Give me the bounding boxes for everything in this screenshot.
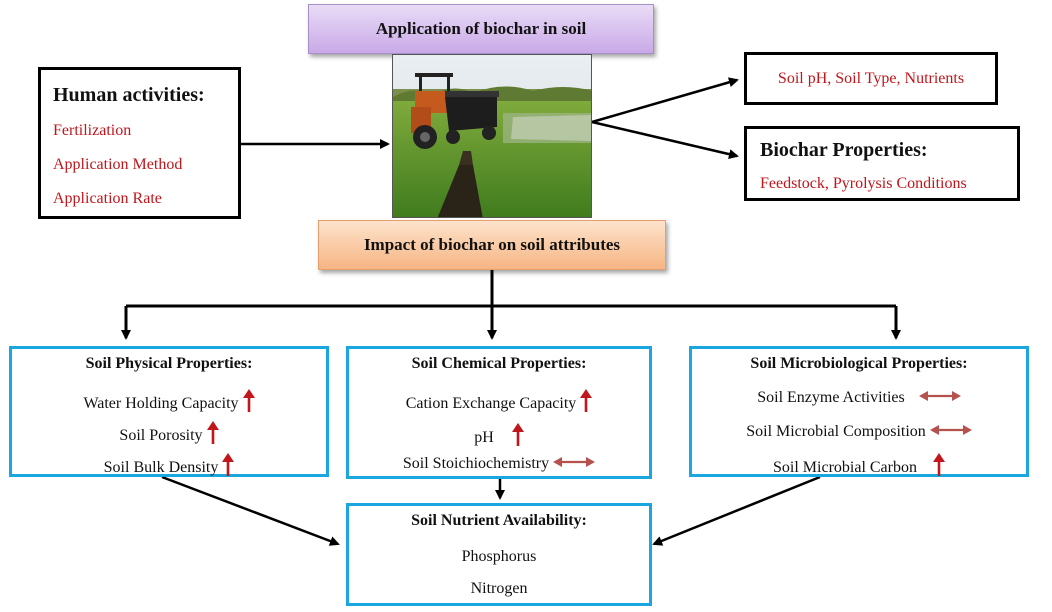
physical-item-water-holding: Water Holding Capacity <box>12 389 326 418</box>
physical-item-bulk-density: Soil Bulk Density <box>12 453 326 482</box>
double-arrow-icon <box>929 423 972 441</box>
nutrient-heading: Soil Nutrient Availability: <box>411 512 587 529</box>
micro-item-enzyme: Soil Enzyme Activities <box>692 389 1026 407</box>
impact-title: Impact of biochar on soil attributes <box>318 220 666 270</box>
chemical-properties-box: Soil Chemical Properties: Cation Exchang… <box>346 346 652 479</box>
chemical-item-ph: pH <box>349 423 649 452</box>
physical-item-porosity: Soil Porosity <box>12 421 326 450</box>
physical-heading: Soil Physical Properties: <box>85 355 253 372</box>
up-arrow-icon <box>511 423 524 452</box>
up-arrow-icon <box>580 389 593 418</box>
chemical-item-cec: Cation Exchange Capacity <box>349 389 649 418</box>
soil-factors-box: Soil pH, Soil Type, Nutrients <box>744 52 998 105</box>
nutrient-item-nitrogen: Nitrogen <box>470 580 528 597</box>
microbiological-properties-box: Soil Microbiological Properties: Soil En… <box>689 346 1029 477</box>
human-activities-box: Human activities: Fertilization Applicat… <box>38 67 241 219</box>
double-arrow-icon <box>553 455 596 473</box>
biochar-properties-heading: Biochar Properties: <box>760 139 928 161</box>
chemical-heading: Soil Chemical Properties: <box>411 355 587 372</box>
micro-item-composition: Soil Microbial Composition <box>692 423 1026 441</box>
double-arrow-icon <box>918 389 961 407</box>
nutrient-item-phosphorus: Phosphorus <box>461 548 537 565</box>
human-item-application-method: Application Method <box>53 156 183 173</box>
arrow-micro-to-nutrient <box>652 475 821 546</box>
application-title: Application of biochar in soil <box>308 4 654 54</box>
microbiological-heading: Soil Microbiological Properties: <box>750 355 968 372</box>
biochar-properties-box: Biochar Properties: Feedstock, Pyrolysis… <box>744 126 1020 201</box>
arrow-to-soil-factors <box>591 77 739 124</box>
arrow-to-biochar-properties <box>591 120 739 160</box>
human-item-fertilization: Fertilization <box>53 122 132 139</box>
soil-factors-text: Soil pH, Soil Type, Nutrients <box>777 69 965 87</box>
physical-properties-box: Soil Physical Properties: Water Holding … <box>9 346 329 477</box>
human-activities-heading: Human activities: <box>53 84 205 106</box>
up-arrow-icon <box>206 421 219 450</box>
chemical-item-stoichiochemistry: Soil Stoichiochemistry <box>349 455 649 473</box>
human-item-application-rate: Application Rate <box>53 190 162 207</box>
up-arrow-icon <box>242 389 255 418</box>
nutrient-availability-box: Soil Nutrient Availability: Phosphorus N… <box>346 503 652 606</box>
arrow-physical-to-nutrient <box>161 475 340 546</box>
micro-item-carbon: Soil Microbial Carbon <box>692 453 1026 482</box>
up-arrow-icon <box>932 453 945 482</box>
biochar-application-photo <box>392 54 592 218</box>
up-arrow-icon <box>222 453 235 482</box>
biochar-properties-detail: Feedstock, Pyrolysis Conditions <box>760 175 967 192</box>
